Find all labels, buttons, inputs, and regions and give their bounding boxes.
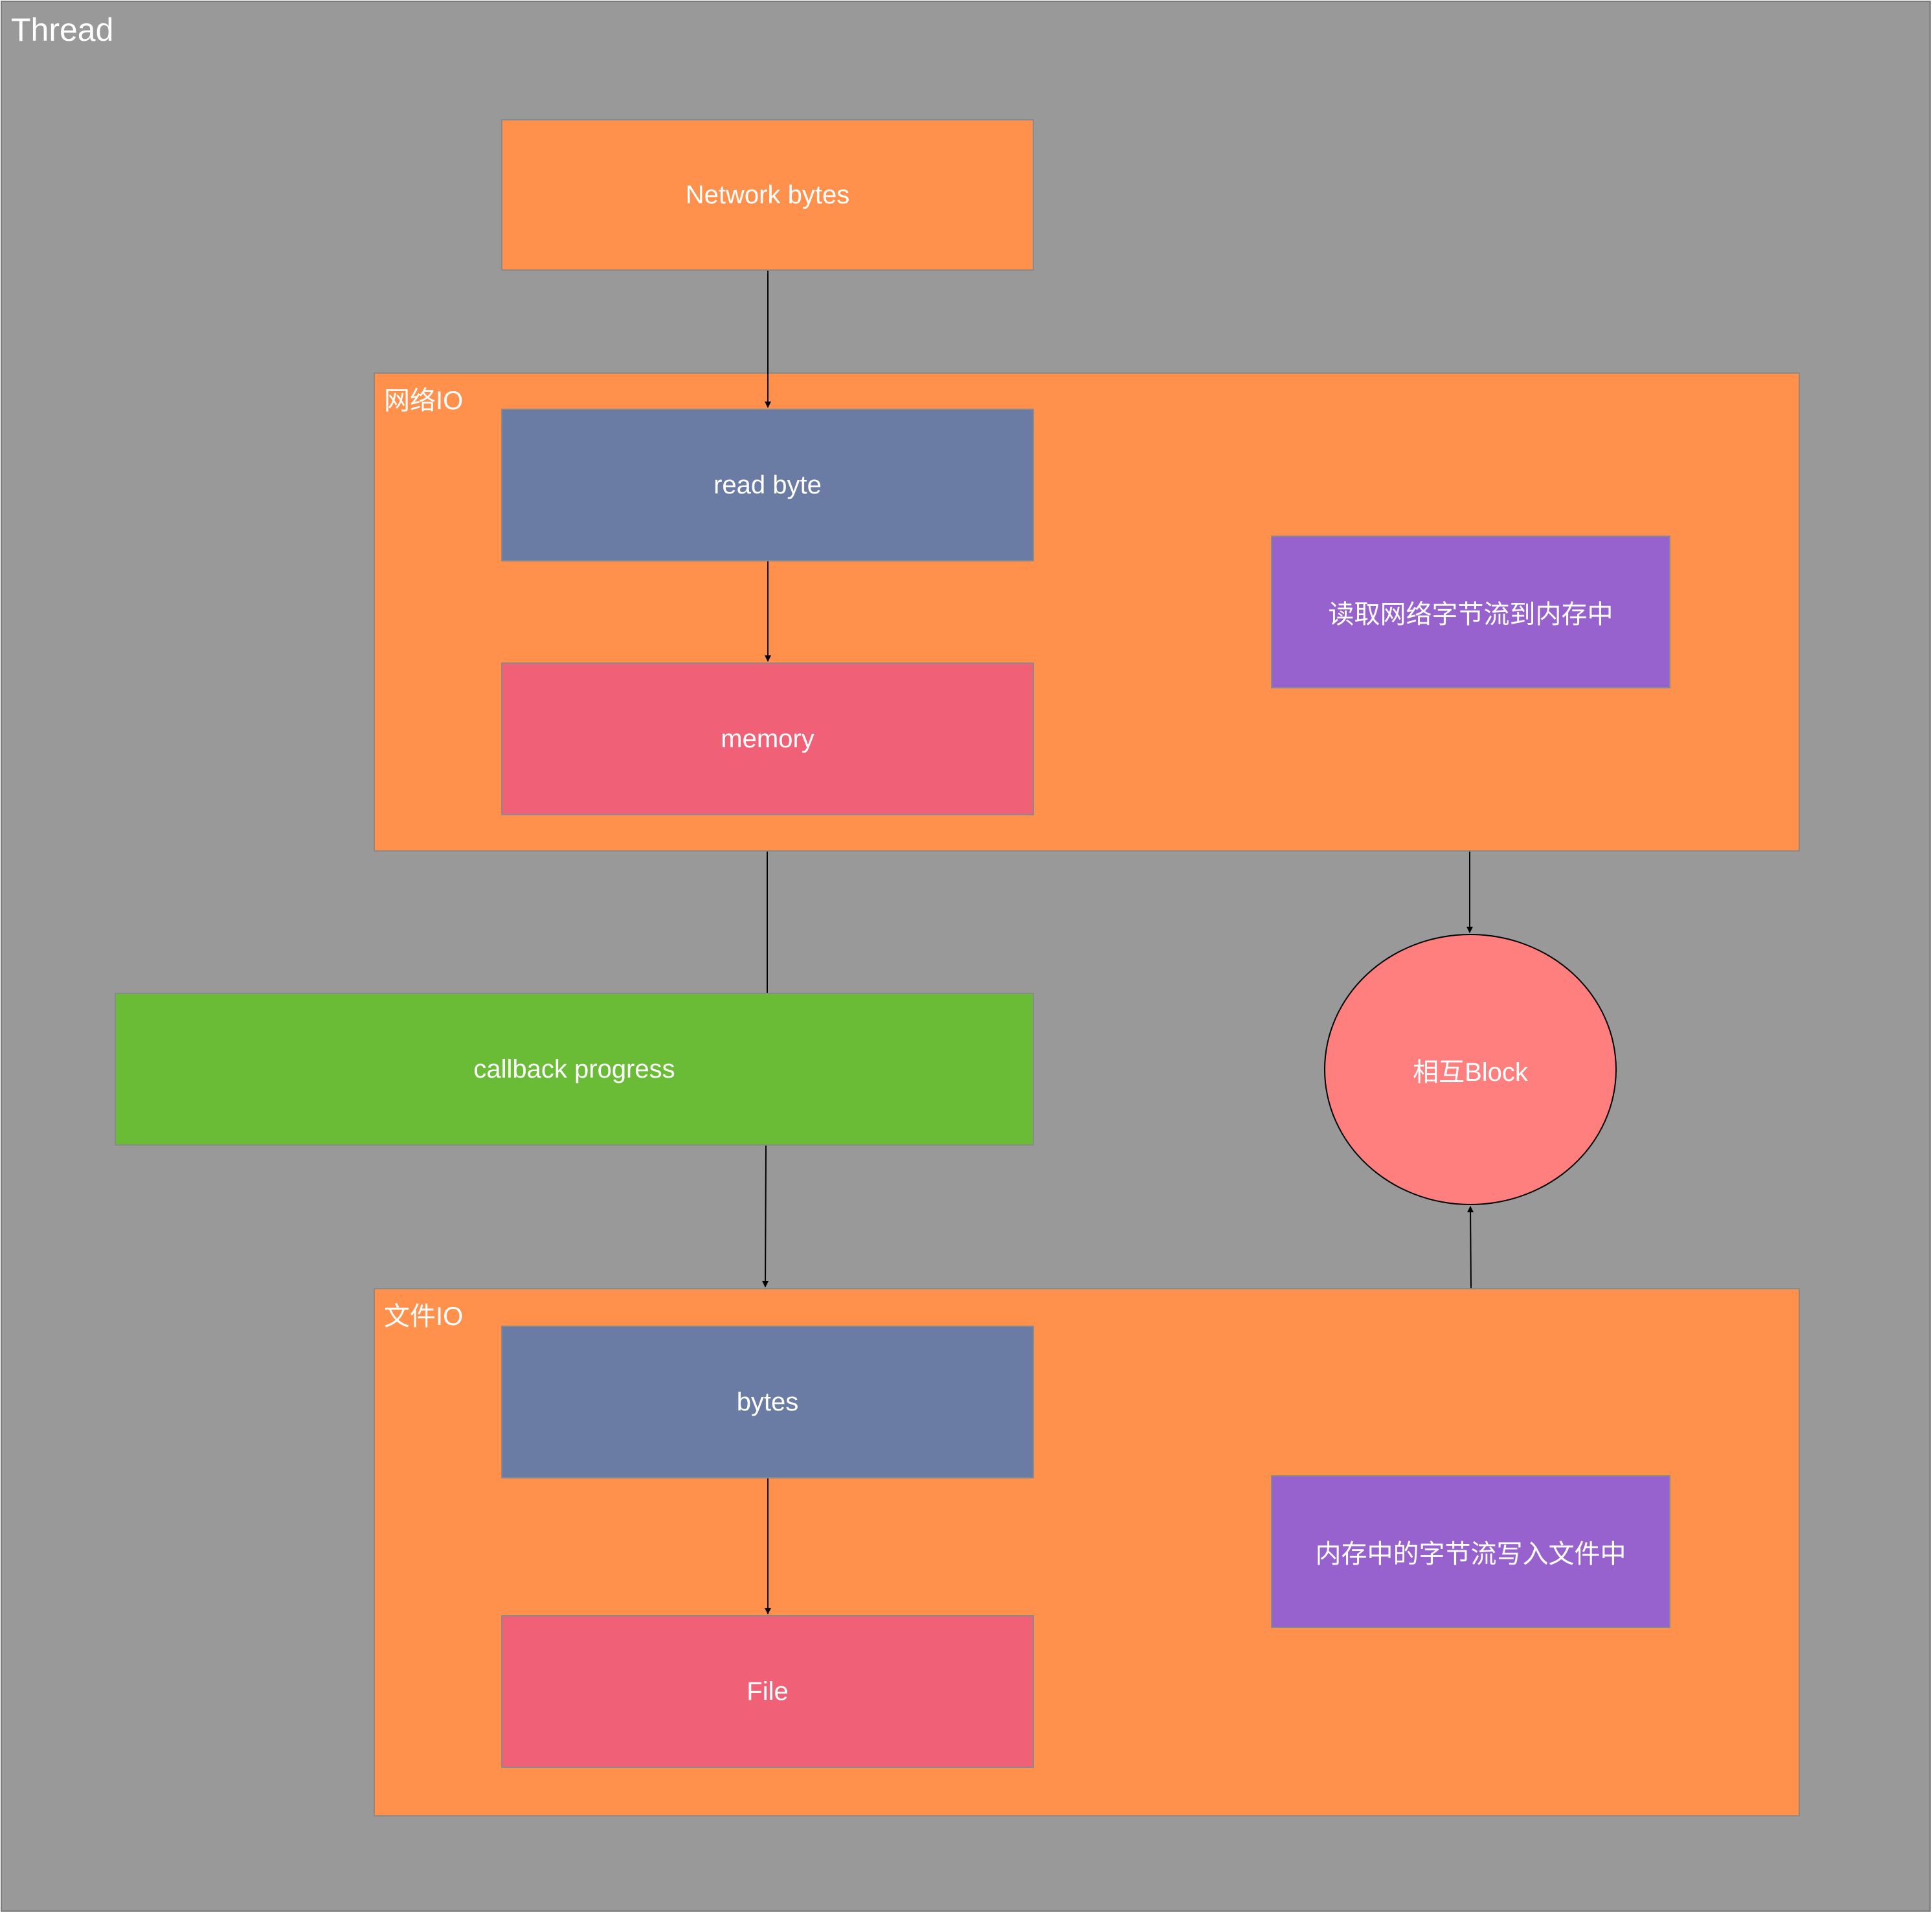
read-byte-label: read byte (713, 470, 822, 499)
file-node: File (501, 1615, 1034, 1768)
bytes-label: bytes (736, 1387, 799, 1416)
network-io-title: 网络IO (384, 387, 464, 415)
memory-node: memory (501, 662, 1034, 815)
file-io-description: 内存中的字节流写入文件中 (1271, 1475, 1670, 1628)
mutual-block-node: 相互Block (1324, 934, 1617, 1205)
bytes-node: bytes (501, 1326, 1034, 1478)
network-bytes-node: Network bytes (501, 119, 1034, 271)
callback-progress-label: callback progress (473, 1054, 675, 1083)
memory-label: memory (721, 724, 814, 753)
mutual-block-label: 相互Block (1413, 1058, 1528, 1087)
network-io-description: 读取网络字节流到内存中 (1271, 536, 1670, 688)
network-bytes-label: Network bytes (685, 180, 850, 209)
network-io-description-text: 读取网络字节流到内存中 (1328, 600, 1613, 629)
thread-title: Thread (11, 12, 114, 48)
read-byte-node: read byte (501, 409, 1034, 561)
file-label: File (747, 1677, 789, 1706)
file-io-description-text: 内存中的字节流写入文件中 (1315, 1540, 1626, 1568)
file-io-title: 文件IO (384, 1302, 464, 1331)
callback-progress-node: callback progress (115, 993, 1034, 1146)
